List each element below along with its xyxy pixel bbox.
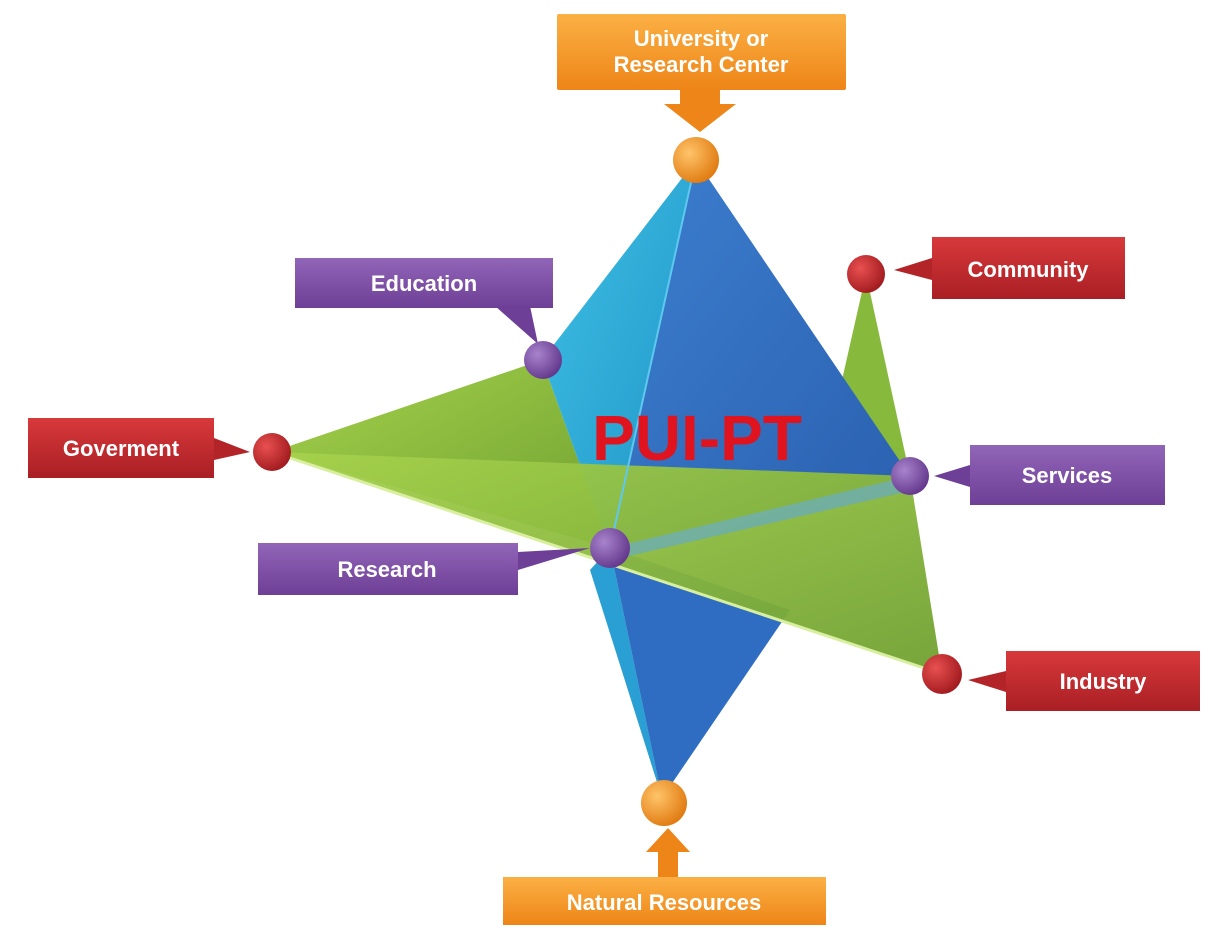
education-label: Education — [371, 271, 477, 296]
university-box — [557, 14, 846, 90]
shape-layer — [271, 159, 943, 798]
university-label-line1: University or — [634, 26, 769, 51]
natural-resources-box — [503, 877, 826, 925]
university-arrow — [664, 90, 736, 132]
government-node — [253, 433, 291, 471]
university-callout: University or Research Center — [557, 14, 846, 183]
natural-resources-callout: Natural Resources — [503, 780, 826, 925]
government-pointer — [214, 438, 250, 460]
pyramid-face-right — [610, 160, 910, 548]
education-node — [524, 341, 562, 379]
green-plane-right-top — [842, 274, 910, 476]
research-pointer — [518, 548, 590, 570]
natural-resources-arrow — [646, 828, 690, 878]
pyramid-edge-front — [609, 159, 697, 549]
pyramid-face-left — [542, 160, 696, 548]
university-label-line2: Research Center — [614, 52, 789, 77]
government-box — [28, 418, 214, 478]
education-pointer — [495, 306, 538, 344]
education-box — [295, 258, 553, 308]
research-node — [590, 528, 630, 568]
government-callout: Goverment — [28, 418, 291, 478]
center-title: PUI-PT — [592, 402, 802, 474]
pyramid-bottom-left — [590, 548, 662, 798]
industry-label: Industry — [1060, 669, 1148, 694]
community-label: Community — [968, 257, 1090, 282]
research-label: Research — [337, 557, 436, 582]
education-callout: Education — [295, 258, 562, 379]
community-node — [847, 255, 885, 293]
university-node — [673, 137, 719, 183]
research-callout: Research — [258, 528, 630, 595]
industry-node — [922, 654, 962, 694]
services-box — [970, 445, 1165, 505]
community-box — [932, 237, 1125, 299]
services-node — [891, 457, 929, 495]
services-callout: Services — [891, 445, 1165, 505]
community-pointer — [894, 258, 932, 280]
services-pointer — [934, 465, 970, 487]
community-callout: Community — [847, 237, 1125, 299]
industry-box — [1006, 651, 1200, 711]
services-label: Services — [1022, 463, 1113, 488]
pyramid-bottom-right — [610, 548, 790, 798]
pyramid-edge-highlight — [610, 476, 910, 560]
government-label: Goverment — [63, 436, 180, 461]
research-box — [258, 543, 518, 595]
industry-callout: Industry — [922, 651, 1200, 711]
natural-resources-label: Natural Resources — [567, 890, 761, 915]
industry-pointer — [968, 671, 1006, 692]
natural-resources-node — [641, 780, 687, 826]
